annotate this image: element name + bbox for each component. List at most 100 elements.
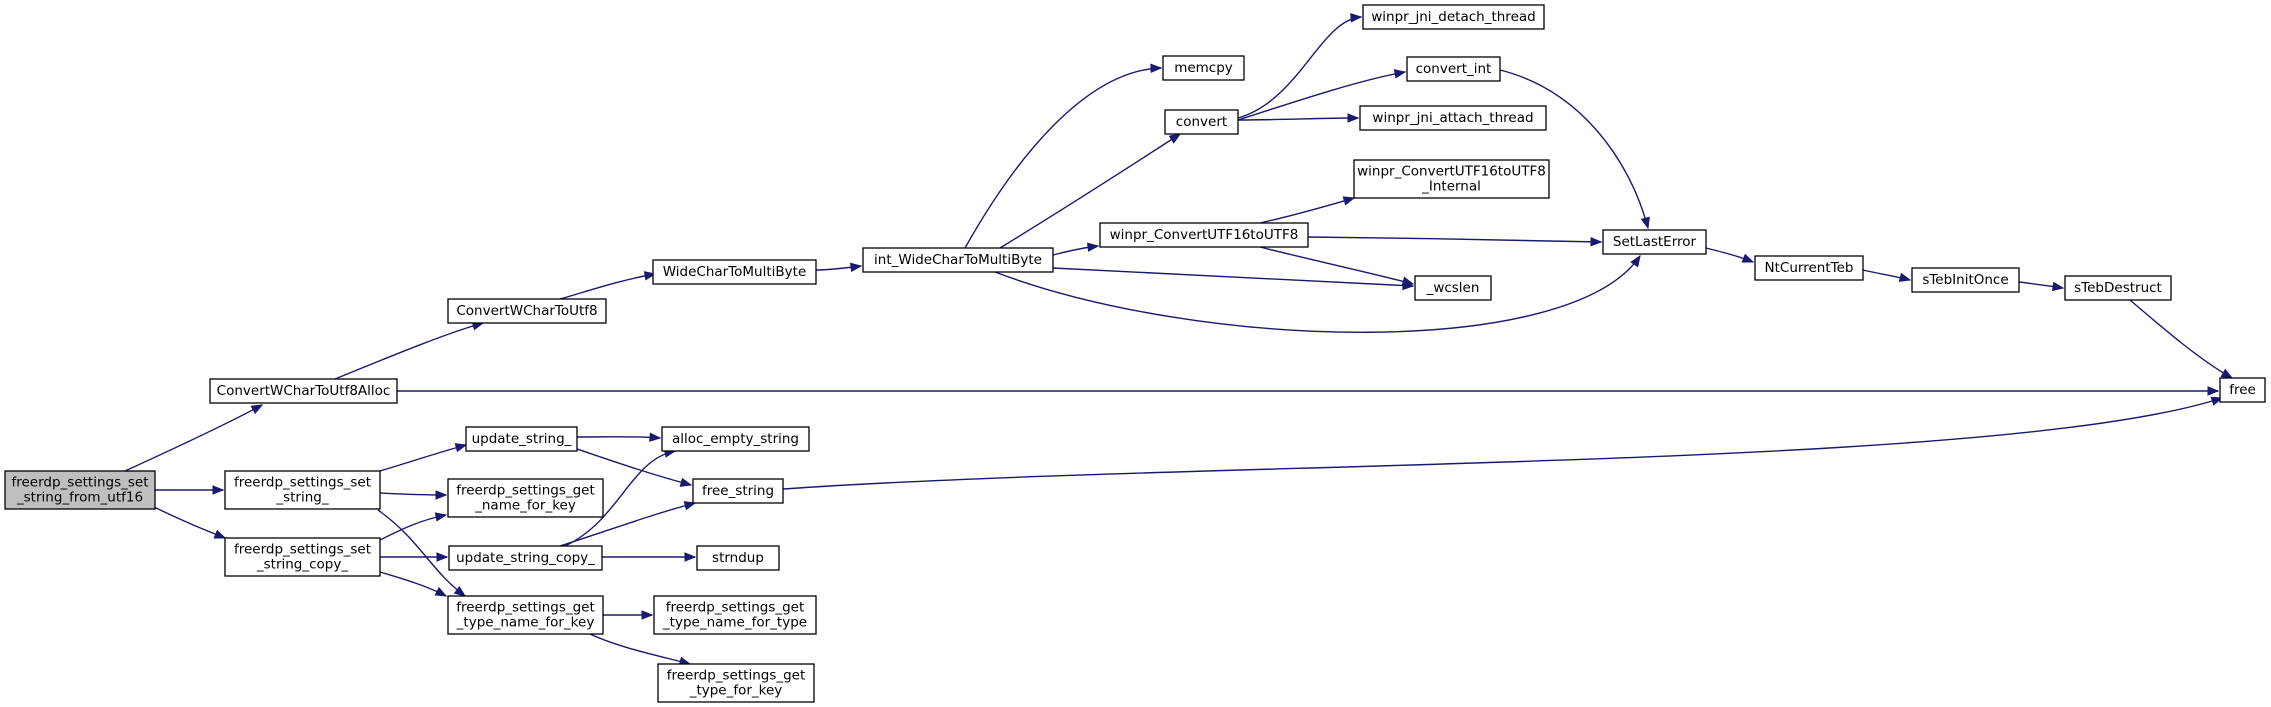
node-convert[interactable]: convert — [1164, 109, 1239, 135]
arrowhead — [1898, 272, 1912, 282]
arrowhead — [1741, 253, 1755, 263]
arrowhead — [849, 262, 863, 273]
node-box — [447, 298, 607, 324]
edge-utf16-to-setLastError — [1307, 236, 1603, 247]
node-label: strndup — [712, 550, 764, 566]
arrowhead — [212, 485, 225, 495]
edge-root-to-setStr — [155, 485, 225, 495]
arrowhead — [436, 552, 449, 562]
edge-setStrCopy-to-updStrCopy — [379, 552, 449, 562]
arrowhead — [1393, 69, 1407, 79]
node-detach[interactable]: winpr_jni_detach_thread — [1362, 4, 1545, 30]
node-label: freerdp_settings_set — [234, 475, 371, 491]
node-typeNameType[interactable]: freerdp_settings_get_type_name_for_type — [653, 595, 817, 635]
arrowhead — [1342, 196, 1356, 206]
node-attach[interactable]: winpr_jni_attach_thread — [1359, 105, 1547, 131]
node-label: _name_for_key — [474, 498, 576, 514]
node-label: _wcslen — [1426, 280, 1480, 296]
node-label: convert — [1176, 114, 1227, 130]
node-label: winpr_jni_attach_thread — [1372, 110, 1533, 126]
arrowhead — [435, 490, 448, 500]
node-free[interactable]: free — [2219, 377, 2266, 403]
edge-intWc2mb-to-convert — [999, 133, 1182, 249]
node-getTypeName[interactable]: freerdp_settings_get_type_name_for_key — [447, 595, 604, 635]
node-wcslen[interactable]: _wcslen — [1414, 275, 1492, 301]
arrowhead — [1168, 133, 1182, 144]
node-convUtf8[interactable]: ConvertWCharToUtf8 — [447, 298, 607, 324]
arrowhead — [2210, 396, 2224, 406]
node-label: WideCharToMultiByte — [663, 264, 807, 280]
edge-intWc2mb-to-utf16 — [1052, 242, 1100, 256]
node-freeStr[interactable]: free_string — [692, 478, 784, 504]
node-label: freerdp_settings_get — [456, 600, 595, 616]
node-setStrCopy[interactable]: freerdp_settings_set_string_copy_ — [224, 537, 381, 577]
arrowhead — [250, 404, 264, 415]
edge-convert-to-detach — [1237, 13, 1363, 119]
arrowhead — [1087, 242, 1100, 252]
node-utf16int[interactable]: winpr_ConvertUTF16toUTF8_Internal — [1353, 159, 1550, 199]
node-box — [862, 247, 1054, 273]
node-wc2mb[interactable]: WideCharToMultiByte — [652, 259, 817, 285]
node-setStr[interactable]: freerdp_settings_set_string_ — [224, 470, 381, 510]
node-tebDestruct[interactable]: sTebDestruct — [2064, 275, 2172, 301]
node-box — [1099, 222, 1309, 248]
node-root: freerdp_settings_set_string_from_utf16 — [4, 470, 156, 510]
node-label: free_string — [702, 483, 774, 499]
arrowhead — [2207, 386, 2220, 396]
node-box — [653, 595, 817, 635]
edge-setStrCopy-to-getName — [379, 512, 448, 541]
arrowhead — [2220, 368, 2234, 379]
node-label: update_string_ — [472, 431, 572, 447]
edge-utf16-to-utf16int — [1259, 196, 1356, 224]
node-label: _Internal — [1421, 179, 1481, 195]
node-box — [224, 537, 381, 577]
edge-convAlloc-to-free — [397, 386, 2220, 396]
edge-updStr-to-allocEmpty — [576, 432, 662, 442]
node-box — [2064, 275, 2172, 301]
node-label: freerdp_settings_get — [666, 600, 805, 616]
edge-wc2mb-to-intWc2mb — [815, 262, 863, 273]
node-box — [1602, 229, 1707, 255]
edge-setStr-to-getName — [379, 490, 448, 500]
node-strndup[interactable]: strndup — [696, 545, 780, 571]
edge-utf16-to-wcslen — [1259, 246, 1415, 286]
node-box — [1353, 159, 1550, 199]
node-label: freerdp_settings_get — [456, 483, 595, 499]
node-memcpy[interactable]: memcpy — [1162, 55, 1245, 81]
arrowhead — [641, 610, 654, 620]
node-tebInit[interactable]: sTebInitOnce — [1911, 267, 2020, 293]
node-intWc2mb[interactable]: int_WideCharToMultiByte — [862, 247, 1054, 273]
node-updStrCopy[interactable]: update_string_copy_ — [448, 545, 603, 571]
node-convInt[interactable]: convert_int — [1406, 56, 1501, 82]
node-label: _type_for_key — [689, 683, 783, 699]
node-utf16[interactable]: winpr_ConvertUTF16toUTF8 — [1099, 222, 1309, 248]
edge-setStr-to-getTypeName — [377, 509, 467, 597]
arrowhead — [684, 552, 697, 562]
arrowhead — [1630, 254, 1641, 268]
node-box — [652, 259, 817, 285]
arrowhead — [1347, 113, 1360, 123]
node-label: sTebDestruct — [2074, 280, 2162, 296]
node-box — [696, 545, 780, 571]
node-updStr[interactable]: update_string_ — [465, 426, 578, 452]
node-convAlloc[interactable]: ConvertWCharToUtf8Alloc — [209, 378, 398, 404]
node-ntTeb[interactable]: NtCurrentTeb — [1754, 255, 1864, 281]
node-allocEmpty[interactable]: alloc_empty_string — [661, 426, 810, 452]
node-setLastError[interactable]: SetLastError — [1602, 229, 1707, 255]
node-typeForKey[interactable]: freerdp_settings_get_type_for_key — [657, 663, 815, 703]
arrowhead — [434, 586, 448, 597]
edge-tebDestruct-to-free — [2129, 299, 2234, 379]
node-layer: freerdp_settings_set_string_from_utf16 Co… — [4, 4, 2266, 703]
node-box — [1754, 255, 1864, 281]
node-box — [1359, 105, 1547, 131]
node-getName[interactable]: freerdp_settings_get_name_for_key — [447, 478, 604, 518]
edge-setStr-to-updStr — [379, 443, 468, 472]
node-box — [2219, 377, 2266, 403]
arrowhead — [679, 477, 693, 487]
node-label: _string_ — [275, 490, 329, 506]
node-label: freerdp_settings_set — [234, 542, 371, 558]
edge-convert-to-attach — [1237, 113, 1360, 123]
node-box — [209, 378, 398, 404]
edge-convInt-to-setLastError — [1499, 69, 1650, 230]
edge-freeStr-to-free — [782, 396, 2224, 490]
